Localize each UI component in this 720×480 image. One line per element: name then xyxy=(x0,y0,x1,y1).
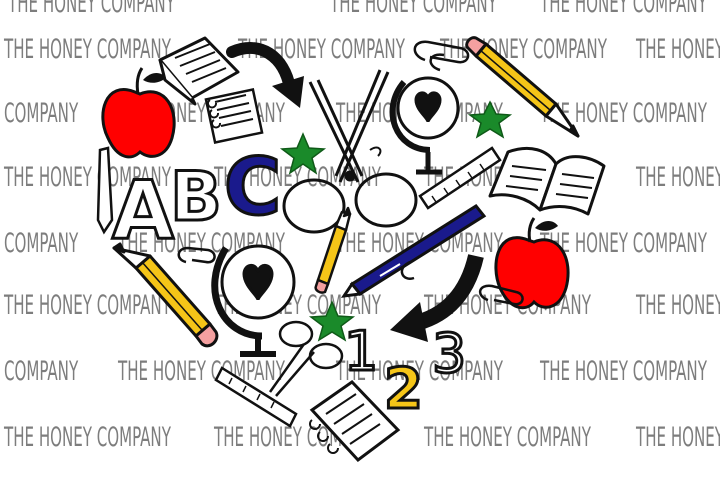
number-1: 1 xyxy=(344,320,378,383)
ruler-icon xyxy=(214,366,298,428)
watermark-row-5d: THE HONEY xyxy=(636,290,720,321)
number-3: 3 xyxy=(432,322,466,385)
ruler-icon xyxy=(418,146,502,210)
paperclip-icon xyxy=(177,246,216,264)
watermark-row-7c: THE HONEY COMPANY xyxy=(424,422,591,453)
number-2: 2 xyxy=(384,357,423,422)
star-icon xyxy=(279,132,327,175)
watermark-row-4a: COMPANY xyxy=(4,228,79,259)
watermark-row-0b: THE HONEY COMPANY xyxy=(330,0,497,19)
apple-icon xyxy=(101,67,176,159)
watermark-row-6c: THE HONEY COMPANY xyxy=(336,356,503,387)
watermark-row-6a: COMPANY xyxy=(4,356,79,387)
watermark-row-0a: THE HONEY COMPANY xyxy=(8,0,175,19)
pencil-icon xyxy=(314,206,352,294)
star-icon xyxy=(467,100,513,139)
apple-icon xyxy=(494,217,570,310)
watermark-row-7d: THE HONEY xyxy=(636,422,720,453)
watermark-row-3a: THE HONEY COMPANY xyxy=(4,162,171,193)
pencil-icon xyxy=(465,36,580,138)
scissors-icon xyxy=(282,69,418,234)
notebook-icon xyxy=(204,88,264,144)
letter-b: B xyxy=(170,158,222,237)
watermark-row-3d: THE HONEY xyxy=(636,162,720,193)
watermark-row-2a: COMPANY xyxy=(4,98,79,129)
letter-a: A xyxy=(112,164,174,257)
watermark-row-1d: THE HONEY xyxy=(636,34,720,65)
watermark-row-4d: THE HONEY COMPANY xyxy=(540,228,707,259)
watermark-row-0c: THE HONEY COMPANY xyxy=(540,0,707,19)
open-book-icon xyxy=(488,147,606,216)
arrow-icon xyxy=(226,42,304,108)
watermark-row-6d: THE HONEY COMPANY xyxy=(540,356,707,387)
letter-group: A B C xyxy=(111,142,283,259)
number-group: 1 2 3 xyxy=(343,319,468,424)
star-icon xyxy=(308,300,356,342)
book-icon xyxy=(158,36,240,106)
scissors-icon xyxy=(268,320,344,397)
notebook-icon xyxy=(309,380,401,463)
paperclip-icon xyxy=(479,284,524,306)
pen-icon xyxy=(96,146,114,235)
paperclip-icon xyxy=(413,40,470,72)
globe-icon xyxy=(211,244,296,357)
pen-icon xyxy=(340,204,487,298)
letter-c: C xyxy=(224,143,281,233)
watermark-row-1a: THE HONEY COMPANY xyxy=(4,34,171,65)
watermark-row-6b: THE HONEY COMPANY xyxy=(118,356,285,387)
arrow-icon xyxy=(390,254,484,342)
watermark-row-7a: THE HONEY COMPANY xyxy=(4,422,171,453)
watermark-row-5a: THE HONEY COMPANY xyxy=(4,290,171,321)
globe-icon xyxy=(389,76,460,175)
pencil-icon xyxy=(112,242,219,348)
